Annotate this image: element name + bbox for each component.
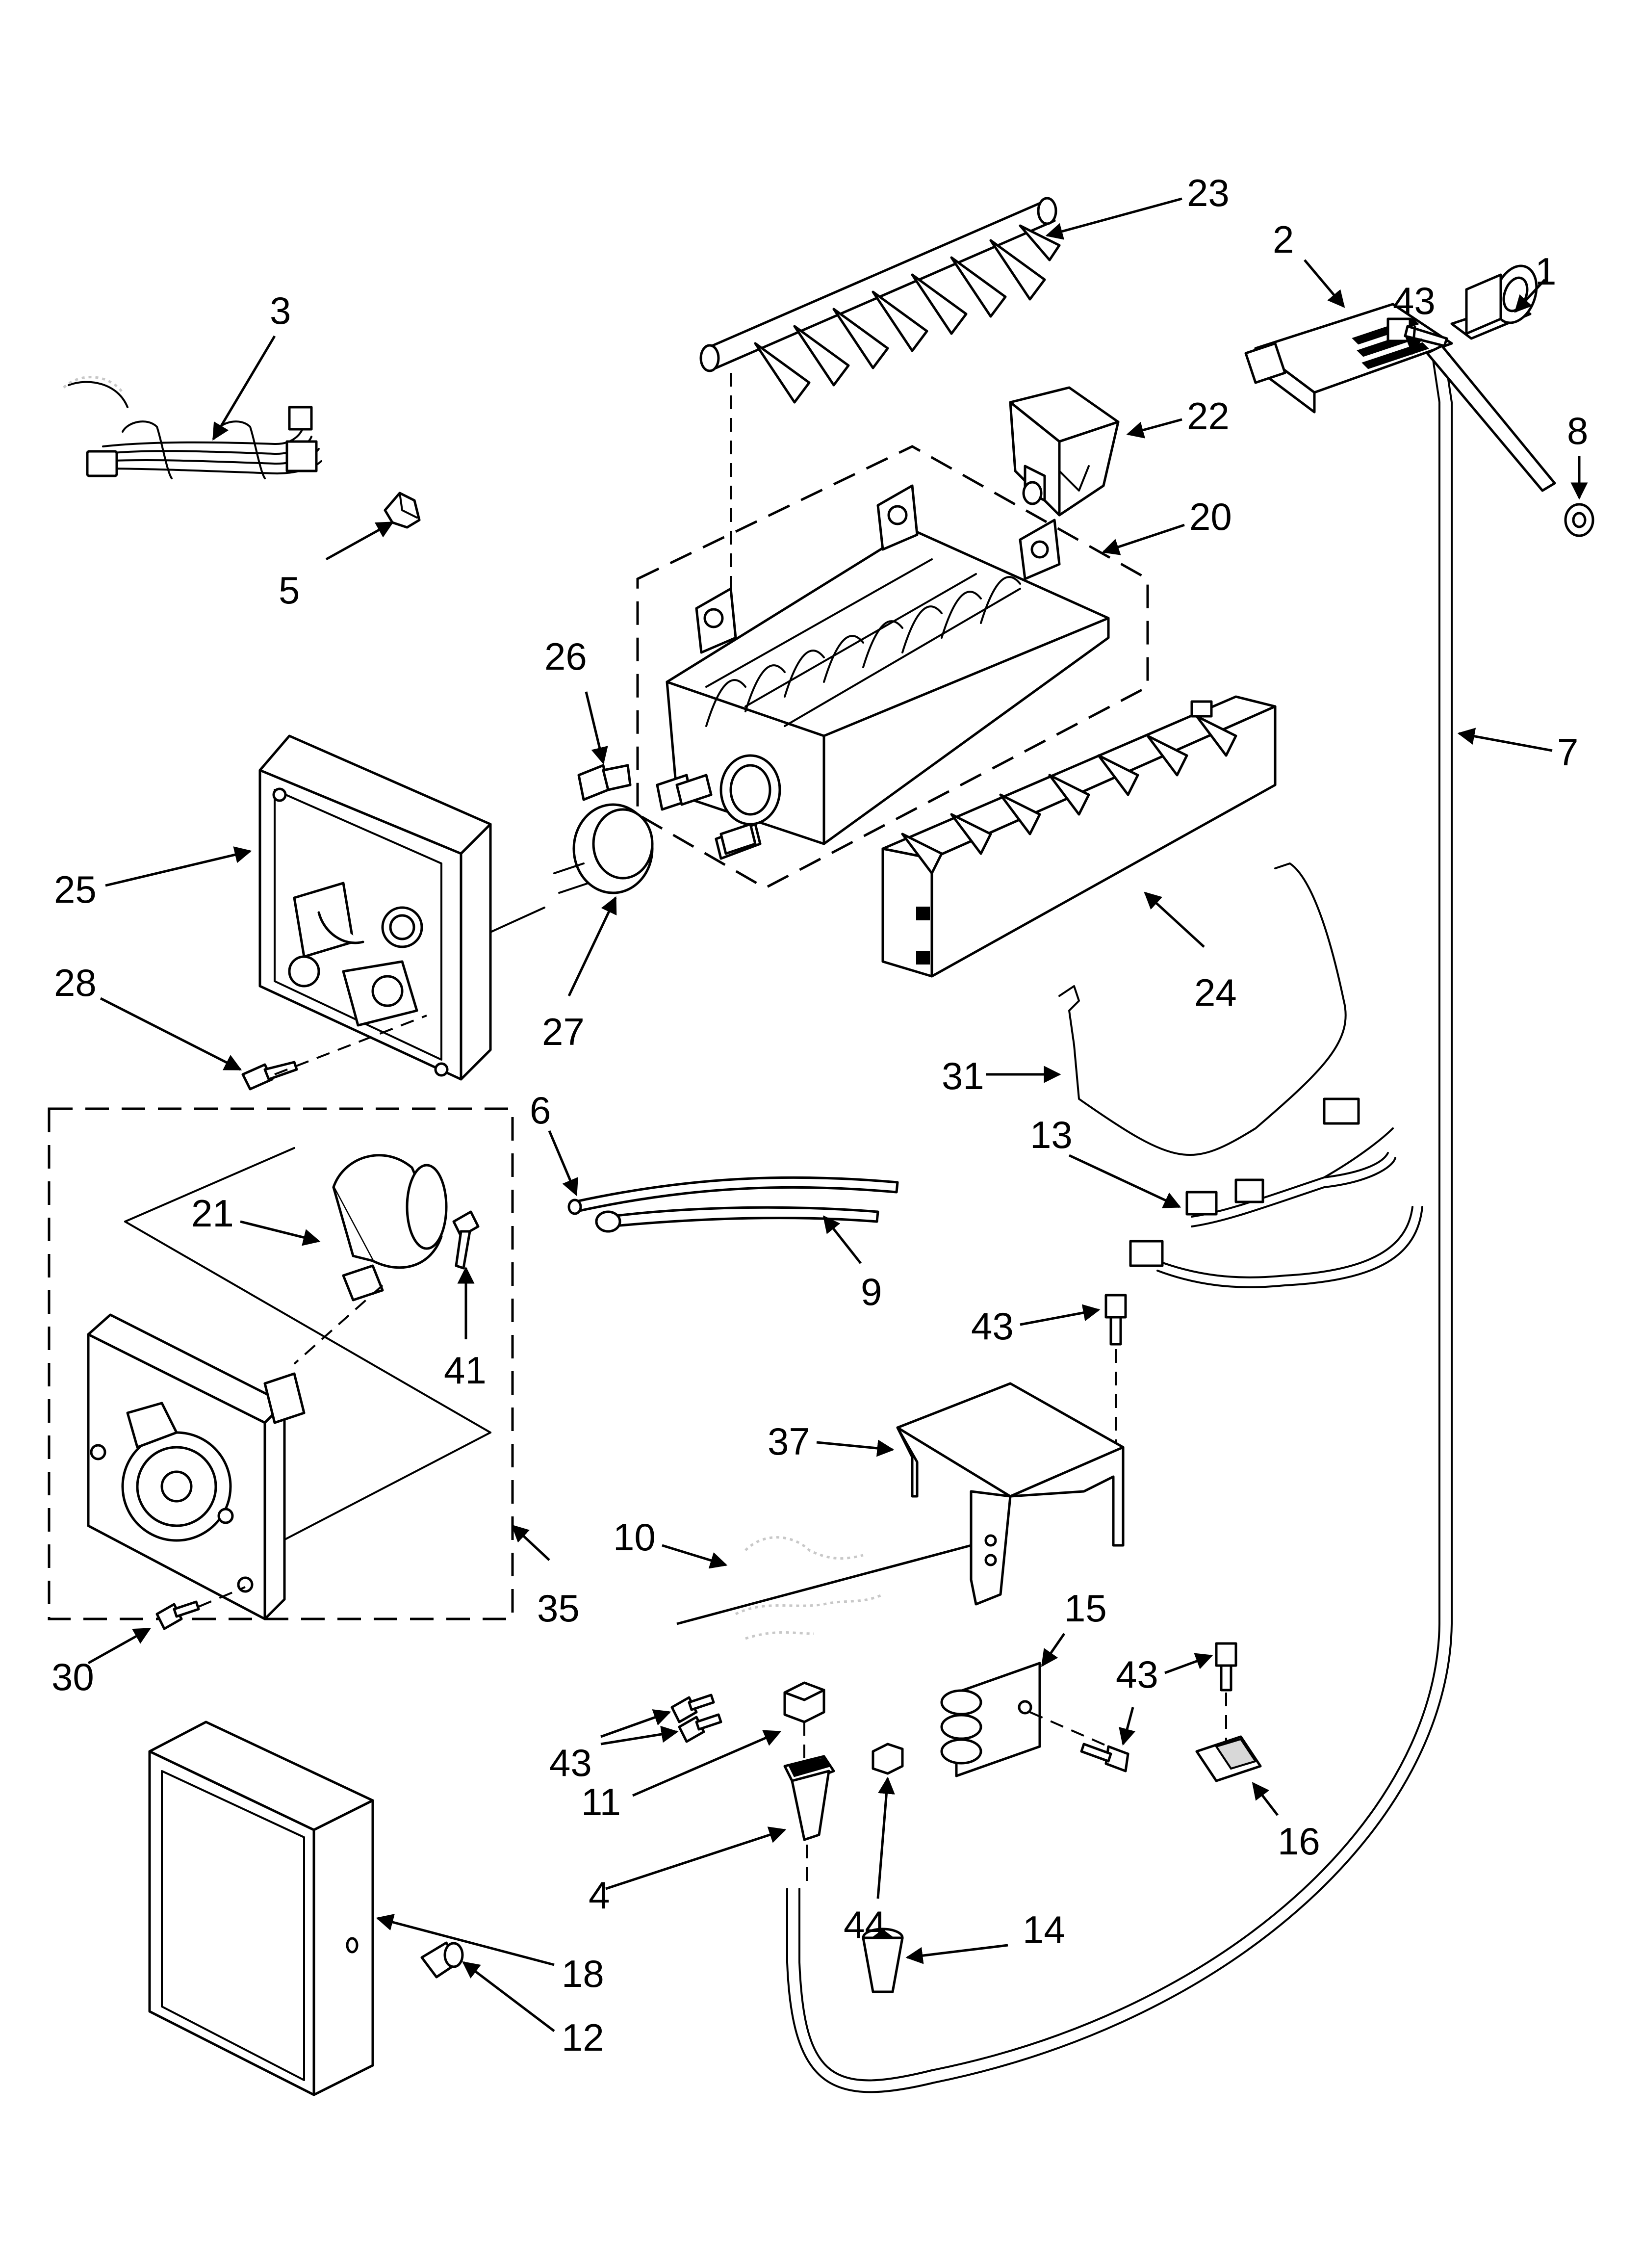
screw-part-43-mid [1104, 1294, 1127, 1346]
fill-tube-part-6 [567, 1176, 899, 1215]
callout-leaders [87, 197, 1588, 2032]
plug-part-12 [420, 1941, 464, 1979]
callout-24: 24 [1194, 971, 1237, 1014]
callout-22: 22 [1187, 394, 1230, 438]
insulation-part-10 [735, 1536, 884, 1640]
callout-10: 10 [613, 1515, 656, 1559]
fill-cup-fitting-part-1 [1450, 264, 1538, 340]
callout-43-right: 43 [1116, 1653, 1158, 1696]
callout-30: 30 [51, 1655, 94, 1698]
callout-6: 6 [530, 1089, 551, 1132]
ejector-rod-part-23 [699, 197, 1061, 404]
callout-16: 16 [1278, 1820, 1320, 1863]
screw-part-43-right [1215, 1642, 1237, 1692]
callout-numbers: 23 2 1 43 3 8 22 5 20 26 7 25 24 27 28 3… [51, 171, 1588, 2059]
nut-part-11 [783, 1681, 825, 1723]
water-tube-part-7 [786, 344, 1556, 2093]
callout-43-left: 43 [549, 1741, 592, 1784]
callout-14: 14 [1023, 1908, 1065, 1951]
fitting-part-14 [862, 1928, 904, 1993]
ice-mold-part-20 [656, 484, 1110, 860]
wire-harness-part-13 [1129, 1097, 1423, 1288]
washer-part-8 [1564, 503, 1594, 537]
callout-5: 5 [279, 569, 300, 612]
callout-3: 3 [270, 289, 291, 332]
callout-20: 20 [1189, 495, 1232, 538]
callout-13: 13 [1030, 1113, 1073, 1156]
fitting-part-26 [577, 764, 632, 801]
thermostat-part-27 [553, 774, 757, 894]
wire-harness-part-3 [63, 376, 322, 479]
screw-part-30 [155, 1600, 200, 1630]
callout-43-top: 43 [1393, 279, 1436, 322]
callout-9: 9 [861, 1270, 882, 1313]
callout-37: 37 [768, 1420, 810, 1463]
callout-35: 35 [537, 1587, 580, 1630]
bracket-part-37 [896, 1382, 1125, 1606]
callout-25: 25 [54, 868, 97, 911]
callout-7: 7 [1557, 730, 1578, 774]
callout-26: 26 [544, 635, 587, 678]
screw-part-43-pair [670, 1694, 722, 1743]
shutoff-arm-part-31 [1058, 862, 1347, 1156]
callout-27: 27 [542, 1010, 585, 1053]
callout-15: 15 [1064, 1587, 1107, 1630]
callout-2: 2 [1273, 218, 1294, 261]
tube-clip-part-16 [1195, 1735, 1262, 1782]
callout-44: 44 [844, 1903, 886, 1946]
callout-11: 11 [581, 1780, 621, 1824]
callout-12: 12 [562, 2016, 604, 2059]
screw-part-28 [241, 1061, 298, 1091]
mounting-housing-part-25 [258, 734, 545, 1081]
callout-31: 31 [942, 1054, 984, 1097]
screw-part-41 [452, 1210, 480, 1270]
callout-43-mid: 43 [971, 1304, 1014, 1348]
screw-part-43-clamp [1080, 1743, 1129, 1773]
clip-part-5 [384, 492, 421, 529]
callout-18: 18 [562, 1952, 604, 1995]
motor-part-21 [293, 1154, 448, 1365]
module-assembly-part-35 [87, 1147, 491, 1620]
clamp-part-15 [940, 1662, 1041, 1777]
callout-28: 28 [54, 961, 97, 1004]
callout-4: 4 [589, 1874, 610, 1917]
fitting-part-4 [783, 1755, 835, 1841]
fill-cup-part-22 [1009, 386, 1120, 517]
callout-21: 21 [191, 1192, 234, 1235]
cover-part-18 [148, 1721, 374, 2096]
callout-23: 23 [1187, 171, 1230, 214]
ice-stripper-part-24 [881, 695, 1277, 978]
callout-8: 8 [1567, 409, 1588, 452]
nut-part-44 [872, 1743, 904, 1775]
heater-tube-part-9 [595, 1206, 879, 1233]
callout-1: 1 [1535, 250, 1556, 293]
callout-41: 41 [444, 1349, 487, 1392]
